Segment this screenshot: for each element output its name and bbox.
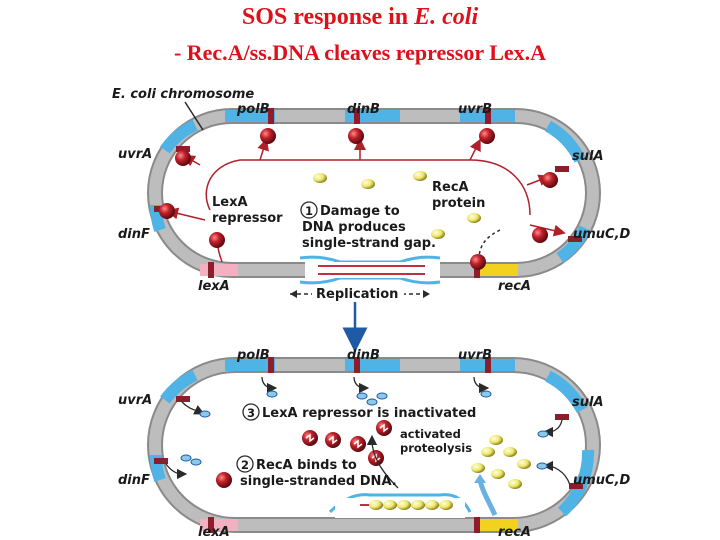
bottom-gene-uvrA-segment	[160, 369, 198, 404]
replication-label: Replication	[316, 287, 398, 302]
step1-number: 1	[305, 204, 313, 218]
reca-label-line2: protein	[432, 196, 485, 211]
reca-label-line1: RecA	[432, 180, 469, 195]
chromosome-label-pointer	[184, 101, 204, 131]
top-gene-uvrA-segment	[160, 119, 198, 154]
step1-line2: DNA produces	[302, 220, 406, 235]
step1-line1: Damage to	[320, 204, 400, 219]
bottom-label-lexA: lexA	[198, 525, 230, 540]
top-label-recA: recA	[498, 279, 531, 294]
bottom-label-umuCD: umuC,D	[573, 473, 631, 488]
top-label-sulA: sulA	[572, 149, 604, 164]
top-gene-polB-segment	[225, 110, 275, 122]
step2-line1: RecA binds to	[256, 458, 357, 473]
cleaved-repressors	[216, 420, 392, 488]
step2-number: 2	[241, 458, 249, 472]
step2-badge	[236, 455, 254, 473]
inactivated-fragments	[180, 390, 549, 470]
top-label-polB: polB	[236, 102, 270, 117]
title-organism: E. coli	[414, 4, 479, 30]
activated-line2: proteolysis	[400, 441, 472, 455]
slide-title: SOS response in E. coli	[0, 4, 720, 31]
bottom-label-uvrB: uvrB	[458, 348, 492, 363]
bottom-gene-polB-segment	[225, 359, 275, 371]
step1-badge	[300, 201, 318, 219]
bottom-label-polB: polB	[236, 348, 270, 363]
top-gene-recA-segment	[480, 264, 518, 276]
bottom-gene-recA-segment	[480, 519, 518, 531]
bottom-reca-proteins	[471, 435, 531, 489]
activated-line1: activated	[400, 427, 461, 441]
lexa-label-line1: LexA	[212, 195, 248, 210]
step2-line2: single-stranded DNA.	[240, 474, 397, 489]
top-lexa-repressors	[159, 128, 558, 270]
top-label-uvrB: uvrB	[458, 102, 492, 117]
top-gene-dinF-segment	[149, 204, 166, 232]
bottom-reca-filament	[369, 500, 453, 510]
lexa-label-line2: repressor	[212, 211, 283, 226]
top-label-umuCD: umuC,D	[573, 227, 631, 242]
bottom-label-dinF: dinF	[118, 473, 150, 488]
top-chromosome	[147, 108, 601, 285]
step3-badge	[242, 403, 260, 421]
top-label-dinF: dinF	[118, 227, 150, 242]
title-main: SOS response in	[241, 4, 415, 30]
bottom-label-recA: recA	[498, 525, 531, 540]
top-gene-sulA-segment	[544, 120, 586, 163]
bottom-gene-dinF-segment	[149, 454, 166, 482]
top-gene-umuCD-segment	[556, 225, 591, 263]
chromosome-label: E. coli chromosome	[112, 87, 254, 102]
step3-number: 3	[247, 406, 255, 420]
top-label-uvrA: uvrA	[118, 147, 152, 162]
bottom-gene-sulA-segment	[545, 370, 588, 413]
bottom-chromosome	[147, 357, 601, 533]
top-gene-lexA-segment	[200, 264, 238, 276]
bottom-label-dinB: dinB	[347, 348, 380, 363]
top-label-dinB: dinB	[347, 102, 380, 117]
bottom-label-uvrA: uvrA	[118, 393, 152, 408]
top-label-lexA: lexA	[198, 279, 230, 294]
step1-line3: single-strand gap.	[302, 236, 436, 251]
top-reca-proteins	[313, 171, 481, 239]
bottom-label-sulA: sulA	[572, 395, 604, 410]
slide-subtitle: - Rec.A/ss.DNA cleaves repressor Lex.A	[173, 40, 547, 65]
step3-text: LexA repressor is inactivated	[262, 406, 476, 421]
